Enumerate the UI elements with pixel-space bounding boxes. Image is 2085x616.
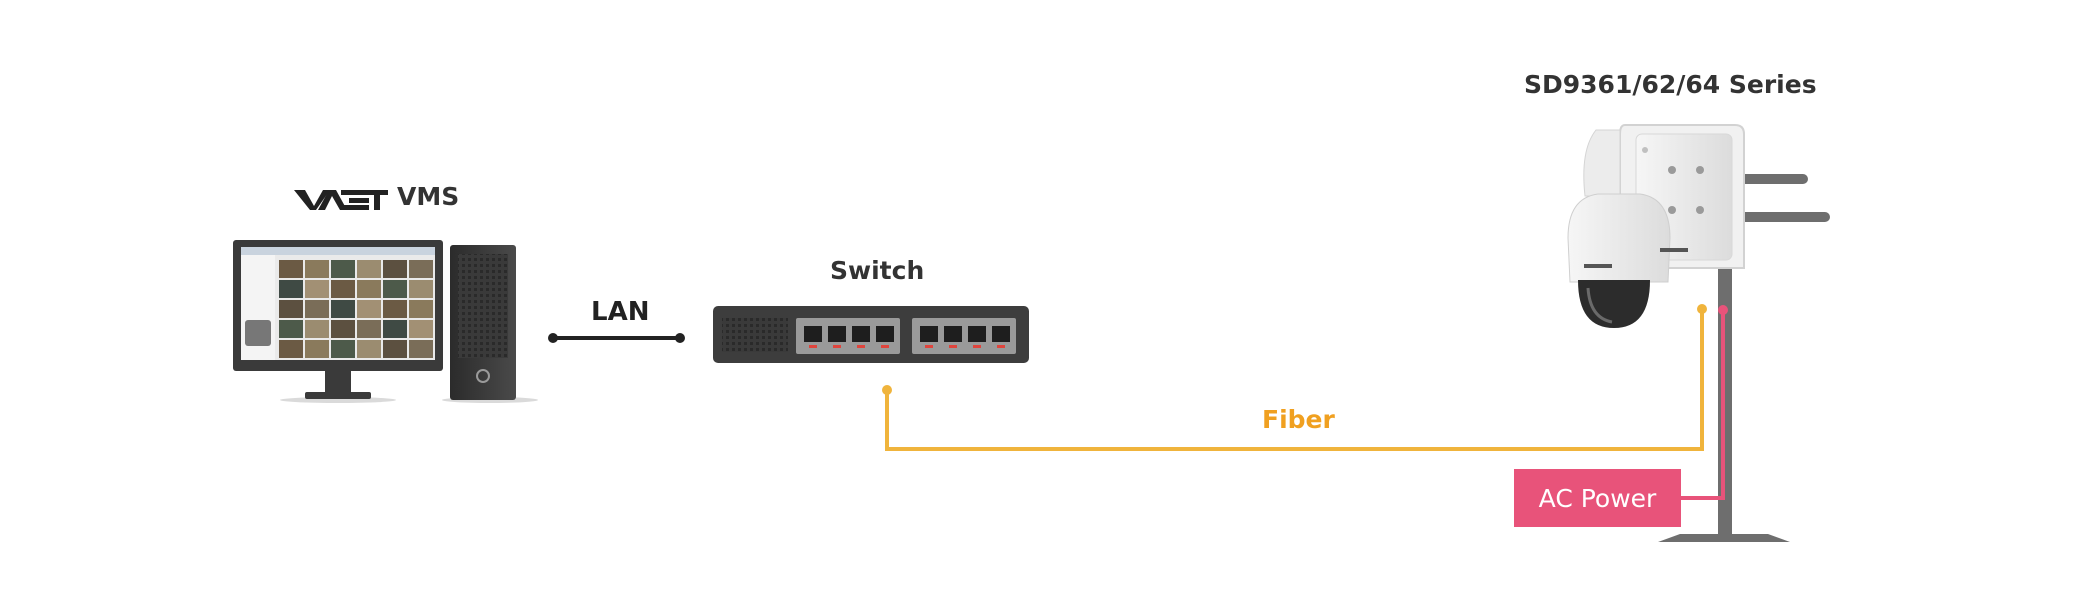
- port-led: [833, 345, 841, 348]
- video-tile: [409, 260, 433, 278]
- port-led: [857, 345, 865, 348]
- port-led: [809, 345, 817, 348]
- video-tile: [383, 340, 407, 358]
- video-tile: [383, 280, 407, 298]
- video-tile: [409, 320, 433, 338]
- switch-port: [876, 326, 894, 342]
- port-led: [925, 345, 933, 348]
- fiber-label: Fiber: [1262, 405, 1335, 434]
- video-tile: [357, 280, 381, 298]
- video-tile: [357, 340, 381, 358]
- fiber-cable: [882, 304, 1707, 451]
- video-tile: [409, 280, 433, 298]
- power-cable: [1680, 305, 1728, 500]
- switch-port: [852, 326, 870, 342]
- switch-port: [828, 326, 846, 342]
- vast-logo-icon: [294, 190, 388, 210]
- port-led: [881, 345, 889, 348]
- video-tile: [279, 280, 303, 298]
- video-tile: [357, 320, 381, 338]
- switch-port: [968, 326, 986, 342]
- video-tile: [383, 260, 407, 278]
- video-tile: [305, 300, 329, 318]
- video-tile: [383, 320, 407, 338]
- switch-port: [992, 326, 1010, 342]
- video-tile: [305, 320, 329, 338]
- port-led: [997, 345, 1005, 348]
- video-tile: [331, 260, 355, 278]
- video-tile: [357, 300, 381, 318]
- video-tile: [305, 340, 329, 358]
- switch-port: [920, 326, 938, 342]
- ptz-camera-icon: [1567, 124, 1745, 328]
- ac-power-badge: AC Power: [1514, 469, 1681, 527]
- video-tile: [409, 300, 433, 318]
- video-tile: [357, 260, 381, 278]
- video-tile: [279, 260, 303, 278]
- lan-cable: [548, 333, 685, 343]
- switch-label: Switch: [830, 256, 925, 285]
- vms-label: VMS: [397, 182, 460, 211]
- video-tile: [331, 300, 355, 318]
- video-tile: [279, 320, 303, 338]
- video-tile: [331, 320, 355, 338]
- monitor-icon: [233, 240, 443, 403]
- camera-label: SD9361/62/64 Series: [1524, 70, 1817, 99]
- video-tile: [305, 280, 329, 298]
- port-led: [973, 345, 981, 348]
- switch-port: [944, 326, 962, 342]
- video-tile: [331, 340, 355, 358]
- ac-power-label: AC Power: [1538, 483, 1657, 513]
- lan-label: LAN: [591, 297, 650, 327]
- port-led: [949, 345, 957, 348]
- switch-port: [804, 326, 822, 342]
- network-switch-icon: [713, 306, 1029, 363]
- video-tile: [279, 300, 303, 318]
- video-tile: [305, 260, 329, 278]
- video-tile: [331, 280, 355, 298]
- video-tile: [383, 300, 407, 318]
- video-tile: [409, 340, 433, 358]
- video-tile: [279, 340, 303, 358]
- pc-tower-icon: [442, 245, 538, 403]
